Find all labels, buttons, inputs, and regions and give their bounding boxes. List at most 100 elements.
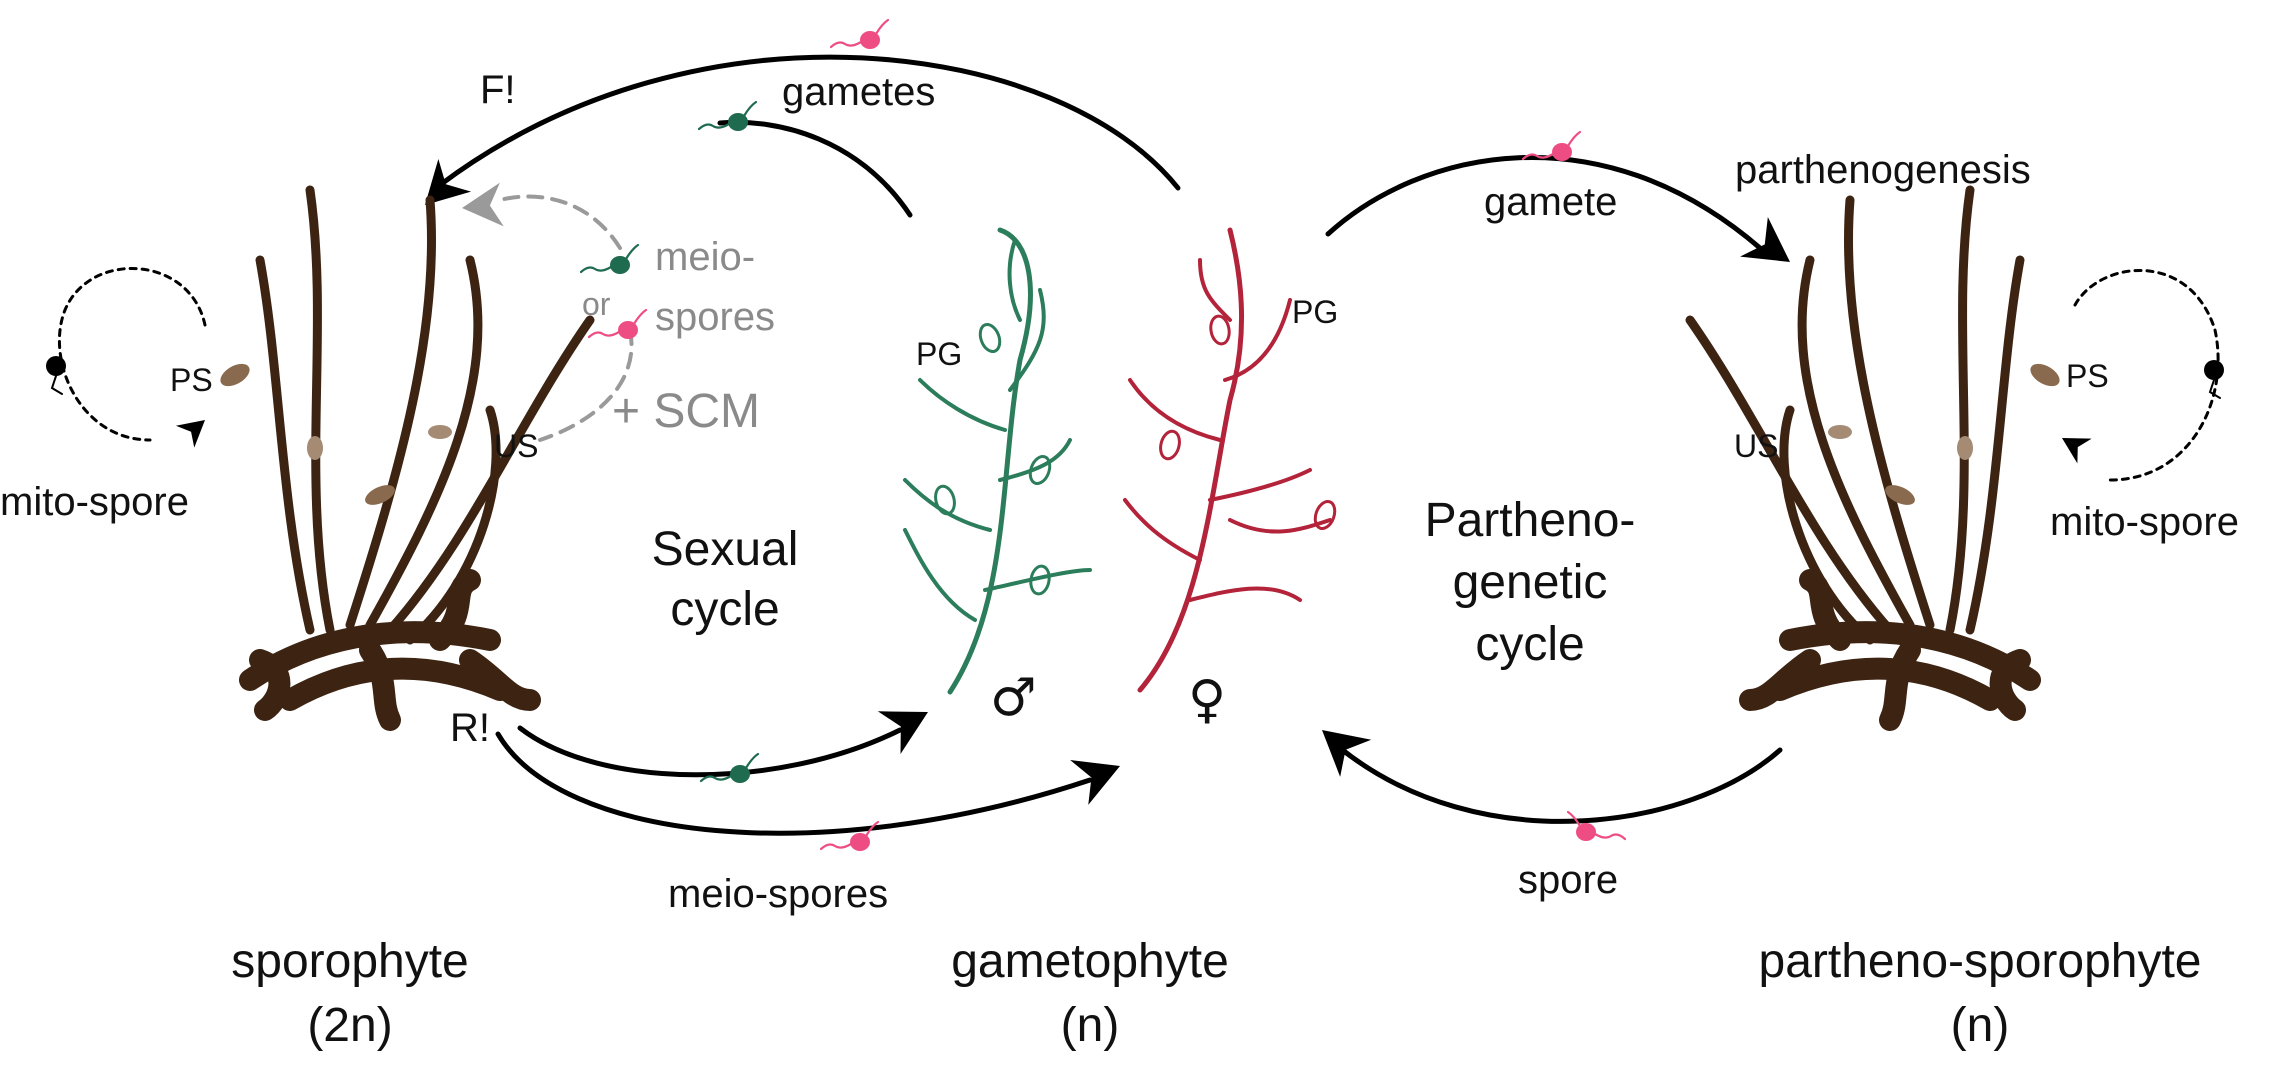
sporophyte-left-frond-2 bbox=[345, 195, 437, 630]
sporophyte-name: sporophyte bbox=[231, 935, 469, 988]
arrow-meiospores-male bbox=[517, 725, 903, 778]
meiospore-pink-bottom-flagellum-a bbox=[819, 842, 853, 851]
alt-green-spore-flagellum-b bbox=[624, 243, 640, 261]
parthenogenetic-cycle-line-2: genetic bbox=[1452, 556, 1608, 609]
parthenogenetic-cycle-line-1: Partheno- bbox=[1424, 494, 1636, 547]
fertilization-label: F! bbox=[480, 68, 516, 112]
female-gametophyte-branch-5 bbox=[1228, 518, 1332, 534]
gamete-spore-green-flagellum-a bbox=[697, 122, 731, 131]
sporophyte-stage-label: sporophyte (2n) bbox=[170, 930, 530, 1058]
mitospore-left-body bbox=[46, 356, 66, 376]
male-gametophyte-gametangium-3 bbox=[934, 484, 956, 516]
gamete-label: gamete bbox=[1484, 180, 1618, 224]
sporophyte-left-sporangium-c bbox=[365, 485, 395, 505]
gametophyte-ploidy: (n) bbox=[1060, 999, 1120, 1052]
sporophyte-left-holdfast-2 bbox=[249, 649, 291, 721]
gamete-spore-top-body bbox=[860, 31, 880, 49]
sporophyte-right-unilocular-sporangium-a bbox=[1828, 425, 1852, 439]
mitospore-right-body bbox=[2204, 360, 2224, 380]
male-gametophyte-branch-5 bbox=[903, 528, 977, 622]
alt-pink-spore-flagellum-a bbox=[587, 330, 621, 339]
sexual-cycle-line-1: Sexual bbox=[651, 523, 799, 576]
alt-meio-label: meio- bbox=[655, 235, 756, 279]
female-gametophyte-gametangium-1 bbox=[1159, 429, 1181, 461]
arrowhead-female-gametophyte bbox=[1070, 760, 1120, 805]
alt-or-label: or bbox=[582, 286, 611, 322]
alt-pink-spore-body bbox=[618, 321, 638, 339]
gamete-spore-parth-flagellum-a bbox=[1521, 152, 1555, 161]
female-gametophyte-branch-3 bbox=[1208, 468, 1312, 502]
female-gametophyte-stem bbox=[1137, 227, 1245, 693]
meiospore-green-bottom-flagellum-a bbox=[699, 774, 733, 783]
mitospore-arrowhead-right bbox=[2062, 438, 2092, 464]
parthenogenetic-cycle-line-3: cycle bbox=[1475, 618, 1585, 671]
male-gametophyte-branch-4 bbox=[983, 568, 1092, 592]
sporophyte-right-unilocular-sporangium-b bbox=[1957, 436, 1973, 460]
sporophyte-left-holdfast-5 bbox=[459, 649, 541, 711]
sporophyte-left-frond-1 bbox=[305, 185, 335, 635]
mitospore-arrowhead-left bbox=[175, 420, 205, 448]
sporophyte-right-holdfast-3 bbox=[1879, 639, 1921, 731]
meiospore-green-bottom-flagellum-b bbox=[744, 752, 760, 770]
arrowhead-fertilization bbox=[425, 158, 472, 205]
female-gametophyte-branch-6 bbox=[1188, 586, 1302, 602]
sporophyte-left-plurilocular-sporangium bbox=[220, 363, 250, 387]
alt-spores-label: spores bbox=[655, 295, 776, 339]
alt-path-top bbox=[498, 194, 622, 250]
arrow-gametes-inner bbox=[717, 119, 913, 218]
male-gametophyte-gametangium-2 bbox=[1029, 564, 1051, 596]
alt-arrowhead bbox=[462, 182, 504, 227]
pg-female-label: PG bbox=[1292, 294, 1339, 330]
spore-label: spore bbox=[1518, 858, 1619, 902]
ps-left-label: PS bbox=[170, 362, 213, 398]
mitospore-right-flagellum bbox=[2208, 379, 2221, 399]
sporophyte-ploidy: (2n) bbox=[307, 999, 393, 1052]
alt-green-spore-body bbox=[610, 256, 630, 274]
male-gametophyte-gametangium-0 bbox=[978, 322, 1002, 354]
arrow-gametes-outer bbox=[437, 54, 1181, 191]
male-gametophyte-branch-0 bbox=[1008, 288, 1046, 392]
alt-green-spore-flagellum-a bbox=[579, 265, 613, 274]
partheno-sporophyte-ploidy: (n) bbox=[1950, 999, 2010, 1052]
gamete-spore-parth-body bbox=[1552, 143, 1572, 161]
sexual-cycle-line-2: cycle bbox=[670, 583, 780, 636]
gametophyte-name: gametophyte bbox=[951, 935, 1229, 988]
female-symbol: ♀ bbox=[1188, 670, 1227, 730]
sporophyte-right-plurilocular-sporangium bbox=[2030, 363, 2060, 387]
female-gametophyte-branch-2 bbox=[1128, 378, 1222, 442]
meiospore-green-bottom-body bbox=[730, 765, 750, 783]
sporophyte-left-unilocular-sporangium-b bbox=[307, 436, 323, 460]
sporophyte-right-frond-1 bbox=[1945, 185, 1975, 635]
mitospore-left-label: mito-spore bbox=[0, 480, 189, 524]
male-gametophyte-branch-1 bbox=[918, 378, 1007, 432]
mitospore-right-label: mito-spore bbox=[2050, 500, 2239, 544]
sporophyte-left-frond-5 bbox=[405, 405, 501, 645]
alt-pink-spore-flagellum-b bbox=[632, 308, 648, 326]
arrow-spore bbox=[1337, 745, 1783, 824]
alt-scm-label: + SCM bbox=[612, 385, 761, 438]
sporophyte-right-frond-2 bbox=[1843, 195, 1935, 630]
parthenogenetic-cycle-label: Partheno- genetic cycle bbox=[1410, 490, 1650, 676]
spore-parth-bottom-flagellum-a bbox=[1593, 832, 1627, 841]
male-symbol: ♂ bbox=[990, 668, 1037, 728]
us-right-label: US bbox=[1734, 428, 1779, 464]
gamete-spore-top-flagellum-b bbox=[874, 18, 890, 36]
sporophyte-left-frond-0 bbox=[255, 255, 315, 635]
sporophyte-left-holdfast-3 bbox=[359, 639, 401, 731]
sporophyte-right-frond-5 bbox=[1779, 405, 1875, 645]
gamete-spore-green-flagellum-b bbox=[742, 100, 758, 118]
meiospore-pink-bottom-flagellum-b bbox=[864, 820, 880, 838]
sporophyte-right-holdfast-1 bbox=[1769, 657, 2001, 711]
sporophyte-right-sporangium-c bbox=[1885, 485, 1915, 505]
meiospore-pink-bottom-body bbox=[850, 833, 870, 851]
female-gametophyte-branch-4 bbox=[1123, 498, 1202, 562]
mitospore-loop-right bbox=[2073, 269, 2220, 482]
parthenogenesis-label: parthenogenesis bbox=[1735, 148, 2031, 192]
pg-male-label: PG bbox=[916, 336, 963, 372]
sporophyte-left-unilocular-sporangium-a bbox=[428, 425, 452, 439]
female-gametophyte-gametangium-2 bbox=[1313, 499, 1337, 531]
male-gametophyte-gametangium-1 bbox=[1028, 454, 1052, 486]
male-gametophyte-branch-6 bbox=[1007, 238, 1022, 322]
